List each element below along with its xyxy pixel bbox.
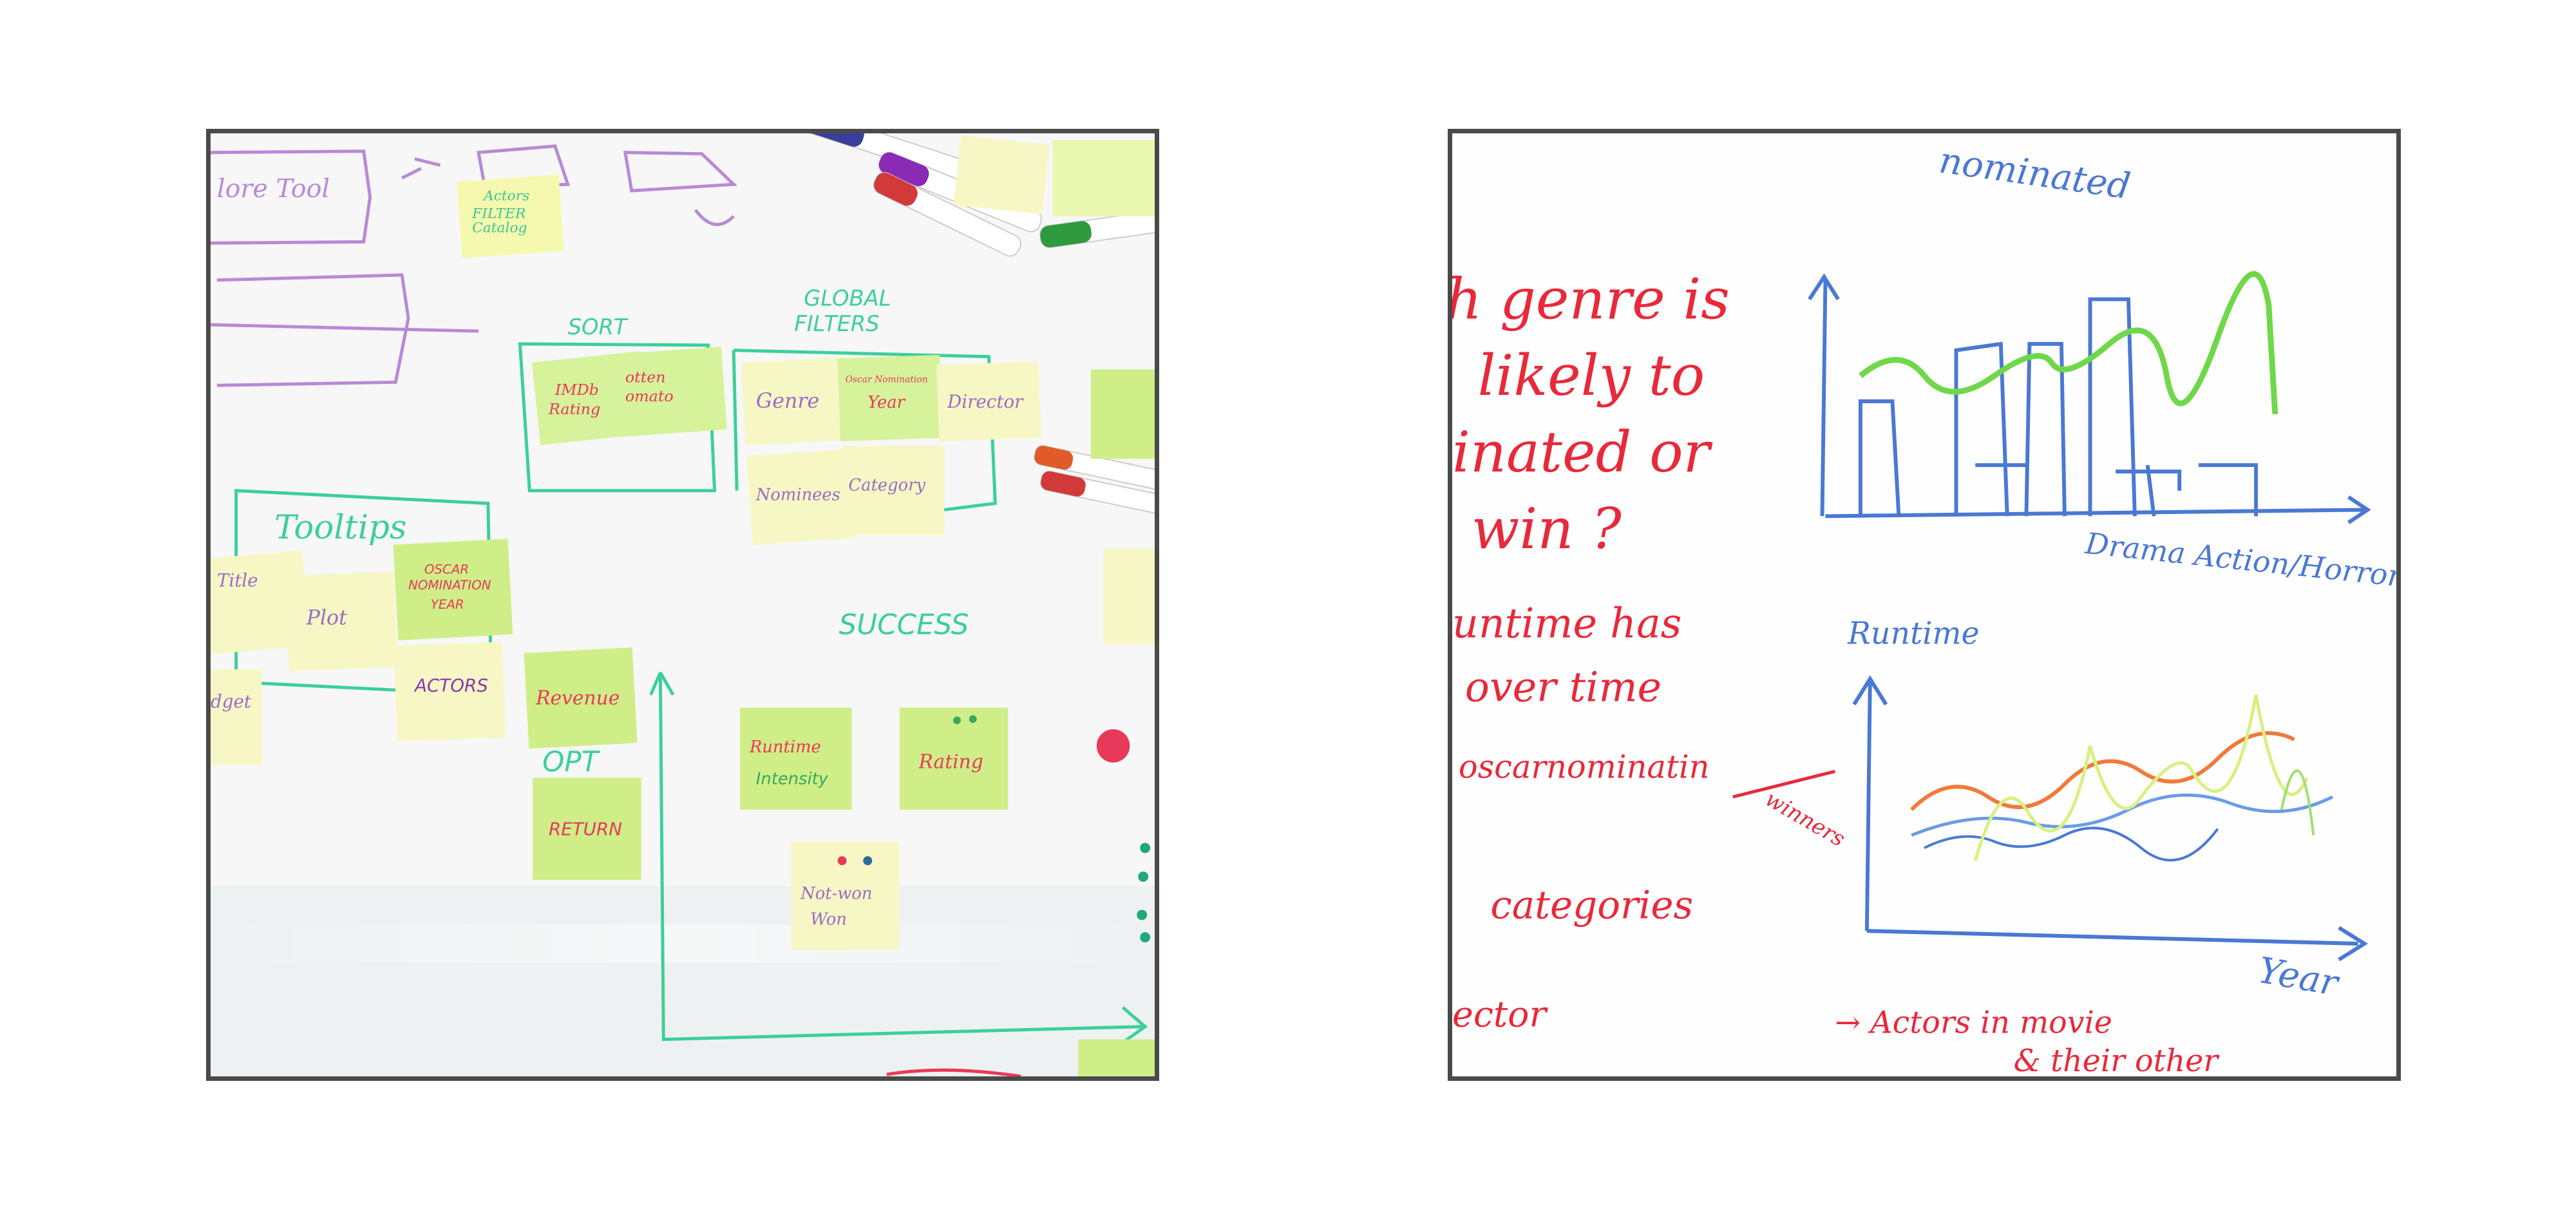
svg-text:OSCAR: OSCAR	[424, 562, 469, 577]
svg-text:oscarnominatin: oscarnominatin	[1459, 748, 1710, 785]
questions-text: h genre is likely to inated or win ? unt…	[1452, 266, 1730, 1035]
sticky-note-rating: Rating	[899, 707, 1009, 810]
svg-text:over time: over time	[1465, 663, 1662, 711]
actors-note-line-2: & their other	[2014, 1044, 2221, 1076]
success-axes	[649, 671, 1148, 1044]
sticky-note-genre: Genre	[741, 357, 848, 446]
sticky-note-not-won-won: Not-won Won	[791, 841, 900, 950]
svg-text:otten: otten	[625, 368, 666, 386]
sticky-note-top-1	[953, 135, 1050, 215]
sticky-note-return: RETURN	[533, 777, 641, 880]
sticky-note-oscar-nomination-year: OSCAR NOMINATION YEAR	[393, 539, 513, 641]
tooltips-heading: Tooltips	[274, 508, 406, 547]
svg-text:Runtime: Runtime	[749, 738, 821, 757]
svg-text:RETURN: RETURN	[549, 819, 622, 840]
sticky-note-runtime-intensity: Runtime Intensity	[740, 707, 852, 810]
svg-text:h genre is: h genre is	[1452, 266, 1730, 332]
runtime-sketch-axes	[1852, 675, 2369, 962]
sticky-note-rotten-tomato: otten omato	[616, 347, 727, 437]
svg-text:inated or: inated or	[1452, 419, 1713, 485]
svg-text:YEAR: YEAR	[431, 597, 464, 612]
svg-text:Intensity: Intensity	[756, 769, 829, 788]
svg-text:Plot: Plot	[306, 607, 348, 630]
runtime-orange-line	[1910, 731, 2295, 812]
explore-tool-label: lore Tool	[217, 174, 330, 204]
sort-heading: SORT	[568, 314, 629, 339]
svg-text:Rating: Rating	[548, 400, 600, 418]
svg-text:IMDb: IMDb	[554, 381, 599, 399]
green-dots	[1137, 843, 1151, 942]
svg-text:untime has: untime has	[1452, 600, 1681, 647]
svg-text:Genre: Genre	[756, 390, 819, 413]
success-heading: SUCCESS	[839, 609, 969, 642]
sticky-note-title: Title	[211, 550, 310, 654]
svg-text:Won: Won	[810, 910, 847, 929]
sticky-note-revenue: Revenue	[524, 647, 638, 749]
runtime-dark-blue-line	[1924, 826, 2219, 862]
svg-text:likely to: likely to	[1478, 343, 1705, 408]
sticky-note-director: Director	[936, 361, 1041, 442]
svg-text:NOMINATION: NOMINATION	[408, 578, 491, 593]
svg-text:Category: Category	[849, 476, 926, 495]
sticky-note-plot: Plot	[285, 571, 397, 671]
runtime-yellow-line	[1973, 694, 2309, 861]
whiteboard-photo-right: h genre is likely to inated or win ? unt…	[1448, 129, 2401, 1081]
svg-text:Revenue: Revenue	[535, 687, 620, 710]
svg-text:win ?: win ?	[1472, 496, 1622, 562]
sticky-note-top-2	[1052, 139, 1155, 216]
sticky-note-bottom-right	[1078, 1039, 1155, 1076]
red-dot	[1096, 729, 1130, 763]
svg-text:Title: Title	[217, 569, 258, 591]
genre-sketch-chart	[1808, 273, 2371, 524]
svg-text:Rating: Rating	[918, 751, 983, 774]
svg-text:Director: Director	[947, 391, 1024, 412]
svg-text:Nominees: Nominees	[755, 486, 840, 505]
sticky-note-budget: dget	[211, 669, 262, 765]
svg-text:ACTORS: ACTORS	[413, 675, 488, 696]
svg-text:Year: Year	[867, 393, 905, 412]
actors-note-line-1: → Actors in movie	[1835, 1006, 2112, 1041]
sticky-note-nomination-year: Oscar Nomination Year	[837, 354, 943, 442]
global-filters-heading-1: GLOBAL	[804, 285, 891, 310]
sticky-note-edge-1	[1090, 369, 1155, 459]
sticky-note-edge-2	[1103, 548, 1155, 644]
svg-text:omato: omato	[625, 387, 674, 405]
svg-text:Oscar Nomination: Oscar Nomination	[846, 374, 928, 385]
svg-text:categories: categories	[1490, 883, 1693, 928]
sticky-note-nominees: Nominees	[746, 448, 855, 546]
svg-text:dget: dget	[211, 691, 252, 712]
explore-tool-sketch	[211, 144, 738, 387]
opt-label: OPT	[542, 747, 601, 779]
svg-text:ector: ector	[1452, 995, 1549, 1036]
runtime-axis-label: Runtime	[1847, 616, 1980, 651]
genre-trend-line	[1859, 271, 2278, 415]
svg-text:Not-won: Not-won	[800, 884, 872, 904]
sticky-note-actors: ACTORS	[393, 642, 506, 741]
sticky-note-category: Category	[842, 446, 945, 536]
whiteboard-scene-right: h genre is likely to inated or win ? unt…	[1452, 133, 2396, 1076]
global-filters-heading-2: FILTERS	[794, 311, 879, 336]
sort-box	[518, 342, 717, 493]
